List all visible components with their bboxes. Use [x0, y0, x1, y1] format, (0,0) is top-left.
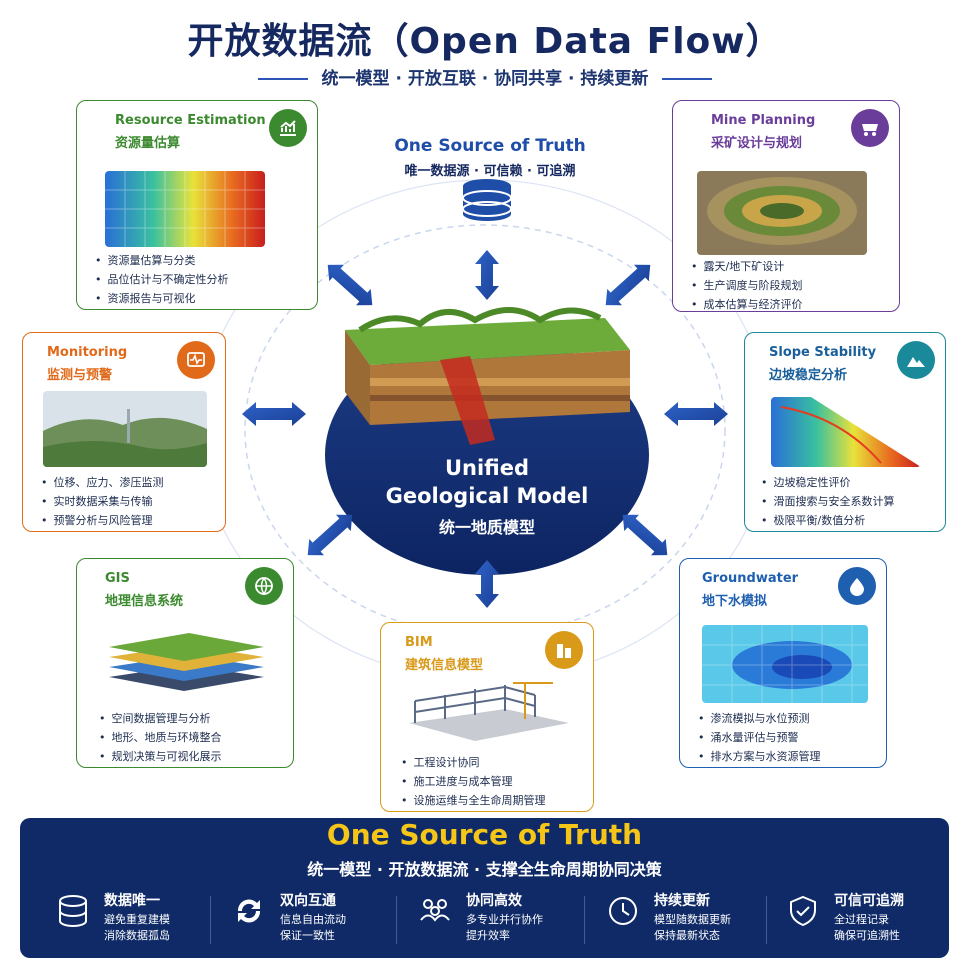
- geological-block-image: [345, 307, 630, 445]
- card-title-en: Monitoring: [47, 345, 128, 360]
- page-title: 开放数据流（Open Data Flow）: [187, 21, 783, 62]
- card-list: 空间数据管理与分析 地形、地质与环境整合 规划决策与可视化展示: [99, 709, 222, 766]
- card-title-en: BIM: [405, 635, 433, 650]
- water-drop-icon: [838, 567, 876, 605]
- feature-divider: [396, 896, 397, 944]
- mine-cart-icon: [851, 109, 889, 147]
- center-title-en-1: Unified: [444, 456, 530, 480]
- feature-divider: [210, 896, 211, 944]
- card-title-zh: 地下水模拟: [702, 594, 768, 609]
- database-icon: [59, 895, 87, 927]
- mountain-icon: [897, 341, 935, 379]
- divider-left: [257, 78, 308, 80]
- chart-up-icon: [269, 109, 307, 147]
- card-monitoring[interactable]: Monitoring 监测与预警 位移、应力、渗压监测 实时数据采集与传输 预警…: [22, 332, 226, 532]
- card-title-zh: 边坡稳定分析: [769, 368, 848, 383]
- source-title-en: One Source of Truth: [394, 136, 586, 156]
- card-title-zh: 采矿设计与规划: [711, 136, 803, 151]
- card-title-zh: 建筑信息模型: [405, 658, 484, 673]
- building-icon: [545, 631, 583, 669]
- shield-check-icon: [790, 895, 816, 927]
- slope-analysis-image: [771, 397, 921, 467]
- banner-title: One Source of Truth: [326, 818, 643, 851]
- card-title-en: Slope Stability: [769, 345, 877, 360]
- card-list: 露天/地下矿设计 生产调度与阶段规划 成本估算与经济评价: [691, 257, 803, 311]
- card-list: 渗流模拟与水位预测 涌水量评估与预警 排水方案与水资源管理: [698, 709, 821, 766]
- card-mine-planning[interactable]: Mine Planning 采矿设计与规划 露天/地下矿设计 生产调度与阶段规划…: [672, 100, 900, 312]
- clock-icon: [609, 897, 637, 925]
- feature-divider: [584, 896, 585, 944]
- team-icon: [420, 899, 450, 922]
- summary-banner: One Source of Truth 统一模型 · 开放数据流 · 支撑全生命…: [20, 818, 949, 958]
- bim-structure-image: [405, 679, 573, 749]
- card-resource-estimation[interactable]: Resource Estimation 资源量估算 资源量估算与分类 品位估计与…: [76, 100, 318, 310]
- card-groundwater[interactable]: Groundwater 地下水模拟 渗流模拟与水位预测 涌水量评估与预警 排水方…: [679, 558, 887, 768]
- card-list: 工程设计协同 施工进度与成本管理 设施运维与全生命周期管理: [401, 753, 546, 810]
- center-title-zh: 统一地质模型: [438, 518, 535, 537]
- sync-icon: [237, 899, 261, 923]
- center-title-en-2: Geological Model: [385, 484, 589, 508]
- resource-block-image: [105, 171, 265, 247]
- flow-arrows: [242, 250, 728, 608]
- card-title-en: Groundwater: [702, 571, 799, 586]
- monitor-wave-icon: [177, 341, 215, 379]
- banner-subtitle: 统一模型 · 开放数据流 · 支撑全生命周期协同决策: [307, 860, 662, 879]
- card-title-zh: 监测与预警: [47, 368, 113, 383]
- open-pit-image: [697, 171, 867, 255]
- globe-icon: [245, 567, 283, 605]
- monitoring-site-image: [43, 391, 207, 467]
- source-title-zh: 唯一数据源 · 可信赖 · 可追溯: [404, 164, 576, 179]
- gis-layers-image: [99, 625, 269, 701]
- divider-right: [662, 78, 713, 80]
- card-title-en: Resource Estimation: [115, 113, 266, 128]
- groundwater-model-image: [702, 625, 868, 703]
- page-subtitle: 统一模型 · 开放互联 · 协同共享 · 持续更新: [0, 64, 970, 89]
- card-list: 位移、应力、渗压监测 实时数据采集与传输 预警分析与风险管理: [41, 473, 164, 530]
- card-title-en: GIS: [105, 571, 130, 586]
- card-title-en: Mine Planning: [711, 113, 816, 128]
- feature-divider: [766, 896, 767, 944]
- card-title-zh: 地理信息系统: [105, 594, 184, 609]
- card-gis[interactable]: GIS 地理信息系统 空间数据管理与分析 地形、地质与环境整合 规划决策与可视化…: [76, 558, 294, 768]
- card-title-zh: 资源量估算: [115, 136, 181, 151]
- card-list: 边坡稳定性评价 滑面搜索与安全系数计算 极限平衡/数值分析: [761, 473, 895, 530]
- card-slope-stability[interactable]: Slope Stability 边坡稳定分析 边坡稳定性评价 滑面搜索与安全系数…: [744, 332, 946, 532]
- card-bim[interactable]: BIM 建筑信息模型 工程设计协同 施工进度与成本管理 设施运维与全生命周期管理: [380, 622, 594, 812]
- card-list: 资源量估算与分类 品位估计与不确定性分析 资源报告与可视化: [95, 251, 229, 308]
- database-icon: [462, 179, 512, 221]
